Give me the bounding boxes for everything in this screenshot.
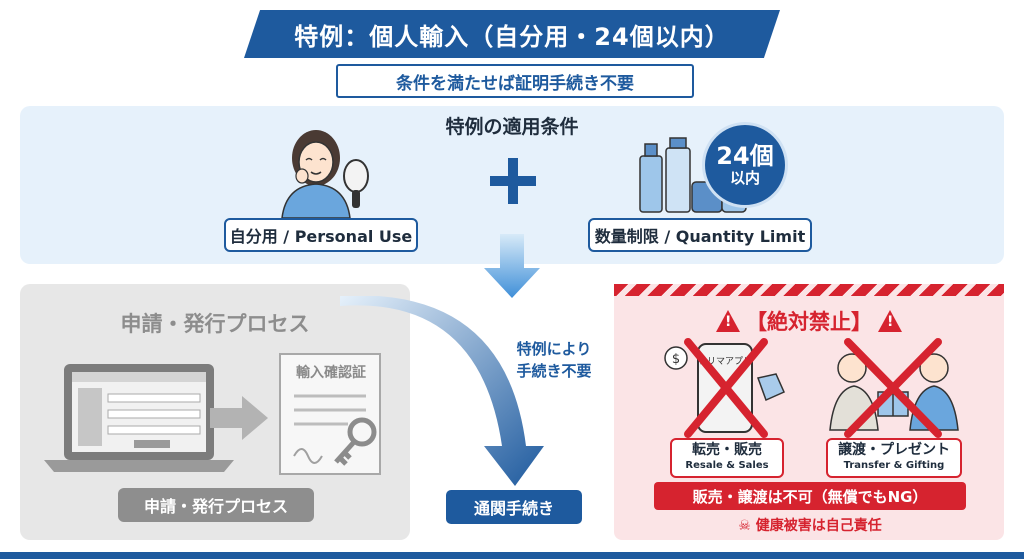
transfer-label-en: Transfer & Gifting: [843, 460, 945, 471]
bypass-arrow-icon: [340, 296, 544, 486]
health-warning: ☠ 健康被害は自己責任: [654, 515, 966, 535]
prohibition-banner-text: 販売・譲渡は不可（無償でもNG）: [692, 487, 928, 506]
quantity-limit-text: 数量制限 / Quantity Limit: [594, 227, 806, 246]
exemption-note-line2: 手続き不要: [516, 362, 592, 380]
prohibition-banner: 販売・譲渡は不可（無償でもNG）: [654, 482, 966, 510]
exemption-note-line1: 特例により: [516, 340, 592, 358]
skull-icon: ☠: [738, 518, 751, 534]
svg-text:$: $: [672, 352, 680, 367]
hand-mirror-icon: [343, 159, 369, 193]
warning-icon: [878, 310, 902, 332]
page-subtitle-text: 条件を満たせば証明手続き不要: [396, 73, 634, 94]
customs-procedure-label: 通関手続き: [446, 490, 582, 524]
prohibited-title-text: 【絶対禁止】: [746, 310, 872, 334]
page-title: 特例：個人輸入（自分用・24個以内）: [294, 22, 730, 51]
prohibited-title: 【絶対禁止】: [614, 306, 1004, 336]
exemption-note: 特例により 手続き不要: [484, 338, 624, 382]
page-title-banner: 特例：個人輸入（自分用・24個以内）: [244, 10, 780, 58]
health-warning-text: 健康被害は自己責任: [755, 518, 882, 534]
quantity-badge-count: 24個: [716, 142, 774, 170]
warning-stripe: [614, 284, 1004, 296]
application-process-label: 申請・発行プロセス: [118, 488, 314, 522]
personal-use-illustration: [281, 130, 369, 218]
import-certificate-icon: [279, 353, 381, 475]
right-arrow-icon: [210, 396, 268, 440]
page-subtitle: 条件を満たせば証明手続き不要: [336, 64, 694, 98]
resale-illustration: フリマアプリ $: [664, 338, 785, 438]
dollar-coin-icon: [664, 346, 688, 370]
resale-label-jp: 転売・販売: [692, 442, 762, 458]
footer-divider: [0, 552, 1024, 559]
warning-icon: [716, 310, 740, 332]
certificate-title: 輸入確認証: [296, 365, 366, 381]
down-arrow-icon: [484, 234, 540, 298]
application-process-title: 申請・発行プロセス: [120, 312, 310, 336]
price-tag-icon: [757, 373, 785, 402]
flea-market-app-label: フリマアプリ: [698, 356, 752, 367]
quantity-badge: 24個 以内: [705, 125, 785, 205]
transfer-illustration: [829, 338, 959, 438]
plus-icon: [490, 158, 536, 204]
transfer-label-jp: 譲渡・プレゼント: [838, 442, 950, 458]
flea-market-app-text: フリマアプリ: [698, 356, 752, 367]
resale-label-en: Resale & Sales: [685, 460, 769, 471]
transfer-card: 譲渡・プレゼント Transfer & Gifting: [826, 438, 962, 478]
application-process-label-text: 申請・発行プロセス: [143, 497, 288, 516]
personal-use-label: 自分用 / Personal Use: [224, 218, 418, 252]
quantity-limit-label: 数量制限 / Quantity Limit: [588, 218, 812, 252]
customs-procedure-text: 通関手続き: [473, 499, 554, 518]
tube-icon: [665, 147, 691, 213]
quantity-badge-suffix: 以内: [729, 169, 760, 187]
body-shape: [281, 183, 351, 218]
laptop-icon: [44, 364, 234, 472]
personal-use-text: 自分用 / Personal Use: [229, 227, 413, 246]
key-icon: [347, 417, 377, 447]
conditions-title: 特例の適用条件: [445, 116, 579, 138]
resale-card: 転売・販売 Resale & Sales: [670, 438, 784, 478]
bottle-icon: [639, 155, 663, 213]
